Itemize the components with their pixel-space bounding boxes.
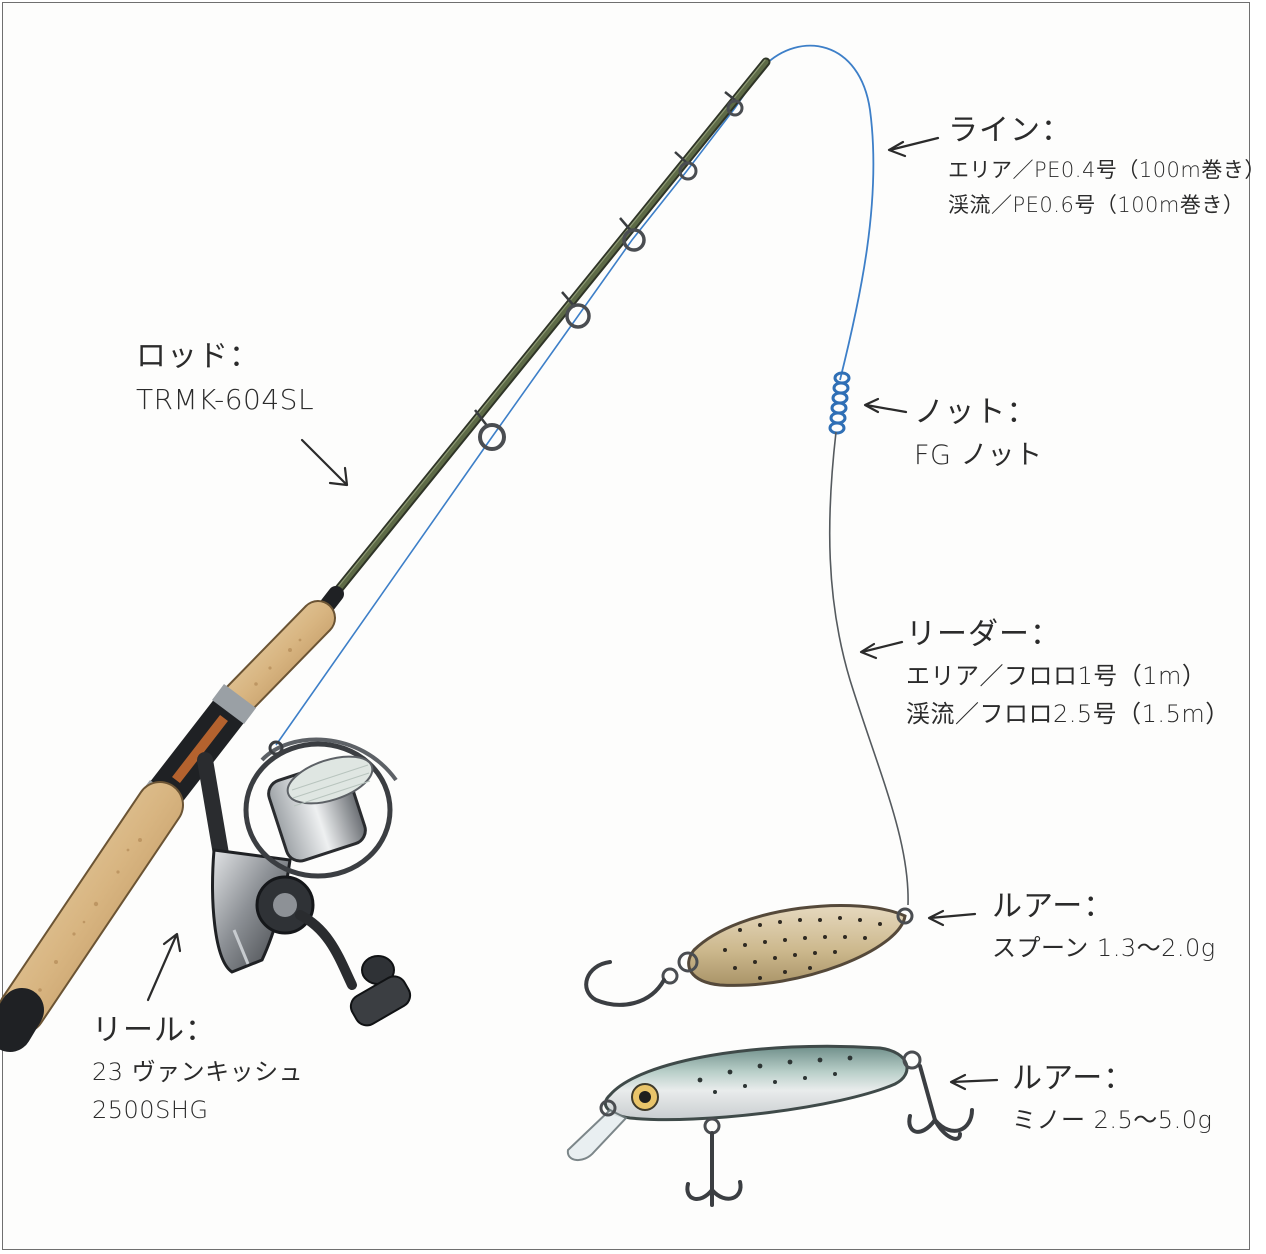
treble-hook-icon bbox=[685, 1064, 974, 1207]
leader-label: リーダー： エリア／フロロ1号（1m） 渓流／フロロ2.5号（1.5m） bbox=[906, 617, 1230, 728]
left-arrow-icon bbox=[863, 397, 908, 414]
rod-label-title: ロッド： bbox=[136, 339, 260, 374]
rod-handle bbox=[0, 600, 336, 1052]
knot-label-title: ノット： bbox=[914, 395, 1038, 430]
line-spec-stream: 渓流／PE0.6号（100m巻き） bbox=[948, 193, 1245, 217]
spinning-reel-icon bbox=[197, 737, 412, 1027]
spoon-lure-icon bbox=[661, 904, 914, 987]
reel-model-name: 23 ヴァンキッシュ bbox=[92, 1058, 304, 1086]
reel-model-size: 2500SHG bbox=[92, 1096, 209, 1124]
minnow-lure-label-title: ルアー： bbox=[1012, 1061, 1135, 1096]
spoon-lure-label: ルアー： スプーン 1.3～2.0g bbox=[992, 889, 1216, 962]
leader-spec-area: エリア／フロロ1号（1m） bbox=[906, 662, 1207, 690]
single-hook-icon bbox=[584, 960, 666, 1007]
left-arrow-icon bbox=[859, 640, 904, 660]
left-arrow-icon bbox=[949, 1073, 999, 1091]
left-arrow-icon bbox=[887, 136, 940, 158]
spoon-lure-spec: スプーン 1.3～2.0g bbox=[992, 934, 1216, 962]
knot-label: ノット： FG ノット bbox=[914, 395, 1043, 471]
leader-line bbox=[828, 431, 909, 906]
line-label: ライン： エリア／PE0.4号（100m巻き） 渓流／PE0.6号（100m巻き… bbox=[948, 116, 1266, 216]
rod-model: TRMK-604SL bbox=[136, 383, 315, 416]
minnow-lure-spec: ミノー 2.5～5.0g bbox=[1012, 1106, 1213, 1134]
knot-type: FG ノット bbox=[914, 440, 1043, 471]
pe-line bbox=[275, 44, 875, 746]
left-arrow-icon bbox=[927, 909, 977, 927]
down-right-arrow-icon bbox=[300, 438, 349, 487]
line-spec-area: エリア／PE0.4号（100m巻き） bbox=[948, 158, 1266, 182]
up-arrow-icon bbox=[146, 932, 182, 1002]
fg-knot-icon bbox=[828, 371, 851, 435]
rod-label: ロッド： TRMK-604SL bbox=[136, 342, 314, 414]
leader-label-title: リーダー： bbox=[906, 617, 1061, 652]
reel-label: リール： 23 ヴァンキッシュ 2500SHG bbox=[92, 1013, 304, 1124]
fishing-rod-icon bbox=[314, 57, 771, 620]
minnow-lure-icon bbox=[566, 1044, 922, 1161]
leader-spec-stream: 渓流／フロロ2.5号（1.5m） bbox=[906, 700, 1230, 728]
reel-label-title: リール： bbox=[92, 1013, 216, 1048]
minnow-lure-label: ルアー： ミノー 2.5～5.0g bbox=[1012, 1061, 1213, 1134]
line-label-title: ライン： bbox=[948, 113, 1072, 148]
spoon-lure-label-title: ルアー： bbox=[992, 889, 1115, 924]
